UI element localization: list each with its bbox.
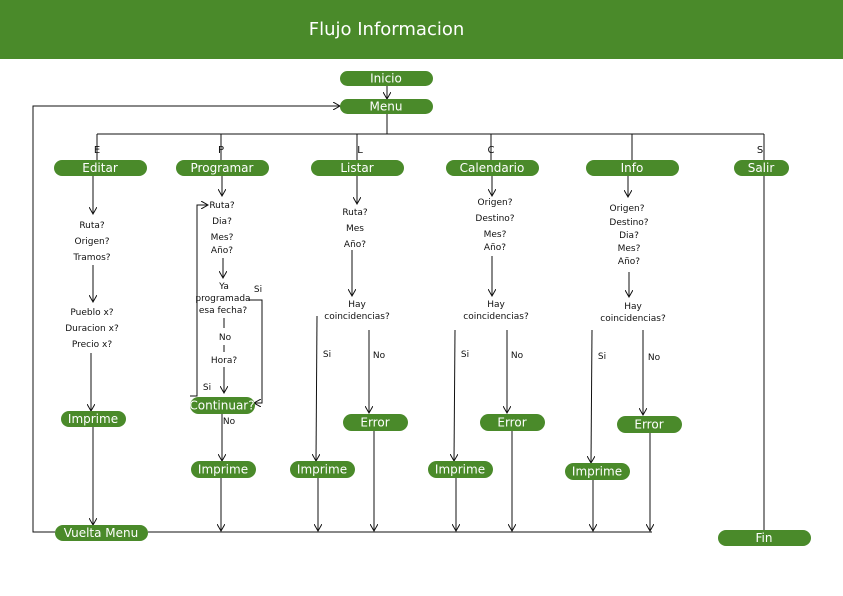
label-mes: Mes? xyxy=(484,230,507,240)
label-hay: Hay xyxy=(487,300,505,310)
node-salir: Salir xyxy=(734,160,789,176)
svg-text:Error: Error xyxy=(497,416,526,430)
node-imprime-listar: Imprime xyxy=(290,461,355,478)
branch-key-l: L xyxy=(357,145,363,156)
svg-text:Imprime: Imprime xyxy=(68,412,118,426)
label-ano: Año? xyxy=(344,240,366,250)
header-bar: Flujo Informacion xyxy=(0,0,843,59)
label-si: Si xyxy=(323,350,331,360)
branch-key-i: I xyxy=(631,145,634,156)
label-si: Si xyxy=(598,352,606,362)
svg-text:Imprime: Imprime xyxy=(297,463,347,477)
programar-labels: Ruta? Dia? Mes? Año? Ya programada esa f… xyxy=(195,201,262,427)
label-duracion: Duracion x? xyxy=(65,324,119,334)
svg-text:Error: Error xyxy=(360,416,389,430)
label-precio: Precio x? xyxy=(72,340,112,350)
node-error-calendario: Error xyxy=(480,414,545,431)
label-esa-fecha: esa fecha? xyxy=(199,306,247,316)
label-ya: Ya xyxy=(218,282,229,292)
node-info: Info xyxy=(586,160,679,176)
editar-labels: Ruta? Origen? Tramos? Pueblo x? Duracion… xyxy=(65,221,119,350)
branch-key-s: S xyxy=(757,145,763,156)
node-error-info: Error xyxy=(617,416,682,433)
label-hora: Hora? xyxy=(211,356,237,366)
label-si: Si xyxy=(461,350,469,360)
node-continuar: Continuar? xyxy=(189,397,255,414)
label-hay: Hay xyxy=(624,302,642,312)
label-origen: Origen? xyxy=(477,198,512,208)
node-vuelta-menu: Vuelta Menu xyxy=(55,525,148,541)
svg-text:Imprime: Imprime xyxy=(435,463,485,477)
node-editar: Editar xyxy=(54,160,147,176)
branch-key-p: P xyxy=(218,145,224,156)
label-coincidencias: coincidencias? xyxy=(600,314,666,324)
calendario-labels: Origen? Destino? Mes? Año? Hay coinciden… xyxy=(461,198,529,361)
label-mes: Mes xyxy=(346,224,364,234)
svg-text:Info: Info xyxy=(621,161,644,175)
node-imprime-programar: Imprime xyxy=(191,461,256,478)
label-no: No xyxy=(219,333,232,343)
label-ruta: Ruta? xyxy=(79,221,105,231)
svg-text:Calendario: Calendario xyxy=(460,161,525,175)
info-labels: Origen? Destino? Dia? Mes? Año? Hay coin… xyxy=(598,204,666,363)
label-no: No xyxy=(223,417,236,427)
label-no: No xyxy=(373,351,386,361)
svg-text:Menu: Menu xyxy=(370,100,403,114)
connectors xyxy=(32,86,765,533)
node-menu: Menu xyxy=(340,99,433,114)
label-no: No xyxy=(511,351,524,361)
label-hay: Hay xyxy=(348,300,366,310)
label-coincidencias: coincidencias? xyxy=(463,312,529,322)
label-ano: Año? xyxy=(484,243,506,253)
label-ruta: Ruta? xyxy=(342,208,368,218)
svg-text:Programar: Programar xyxy=(191,161,254,175)
svg-text:Listar: Listar xyxy=(340,161,373,175)
node-inicio: Inicio xyxy=(340,71,433,86)
label-ano: Año? xyxy=(211,246,233,256)
node-imprime-editar: Imprime xyxy=(61,411,126,427)
svg-text:Error: Error xyxy=(634,418,663,432)
svg-text:Imprime: Imprime xyxy=(198,463,248,477)
node-imprime-info: Imprime xyxy=(565,463,630,480)
page-title: Flujo Informacion xyxy=(308,19,465,40)
svg-text:Inicio: Inicio xyxy=(370,72,402,86)
branch-key-e: E xyxy=(94,145,100,156)
node-listar: Listar xyxy=(311,160,404,176)
label-dia: Dia? xyxy=(212,217,232,227)
label-programada: programada xyxy=(195,294,250,304)
node-programar: Programar xyxy=(176,160,269,176)
svg-text:Editar: Editar xyxy=(82,161,118,175)
label-destino: Destino? xyxy=(609,218,648,228)
svg-text:Salir: Salir xyxy=(748,161,775,175)
label-coincidencias: coincidencias? xyxy=(324,312,390,322)
svg-text:Vuelta Menu: Vuelta Menu xyxy=(64,526,139,540)
label-destino: Destino? xyxy=(475,214,514,224)
label-ano: Año? xyxy=(618,257,640,267)
label-pueblo: Pueblo x? xyxy=(70,308,113,318)
node-calendario: Calendario xyxy=(446,160,539,176)
label-mes: Mes? xyxy=(211,233,234,243)
label-tramos: Tramos? xyxy=(72,253,110,263)
label-origen: Origen? xyxy=(74,237,109,247)
svg-text:Continuar?: Continuar? xyxy=(189,399,254,413)
node-error-listar: Error xyxy=(343,414,408,431)
node-fin: Fin xyxy=(718,530,811,546)
branch-keys: E P L C I S xyxy=(94,145,763,156)
label-si: Si xyxy=(254,285,262,295)
listar-labels: Ruta? Mes Año? Hay coincidencias? Si No xyxy=(323,208,390,361)
node-imprime-calendario: Imprime xyxy=(428,461,493,478)
label-si: Si xyxy=(203,383,211,393)
svg-text:Imprime: Imprime xyxy=(572,465,622,479)
label-dia: Dia? xyxy=(619,231,639,241)
label-origen: Origen? xyxy=(609,204,644,214)
label-mes: Mes? xyxy=(618,244,641,254)
svg-text:Fin: Fin xyxy=(756,531,773,545)
label-no: No xyxy=(648,353,661,363)
branch-key-c: C xyxy=(488,145,495,156)
label-ruta: Ruta? xyxy=(209,201,235,211)
